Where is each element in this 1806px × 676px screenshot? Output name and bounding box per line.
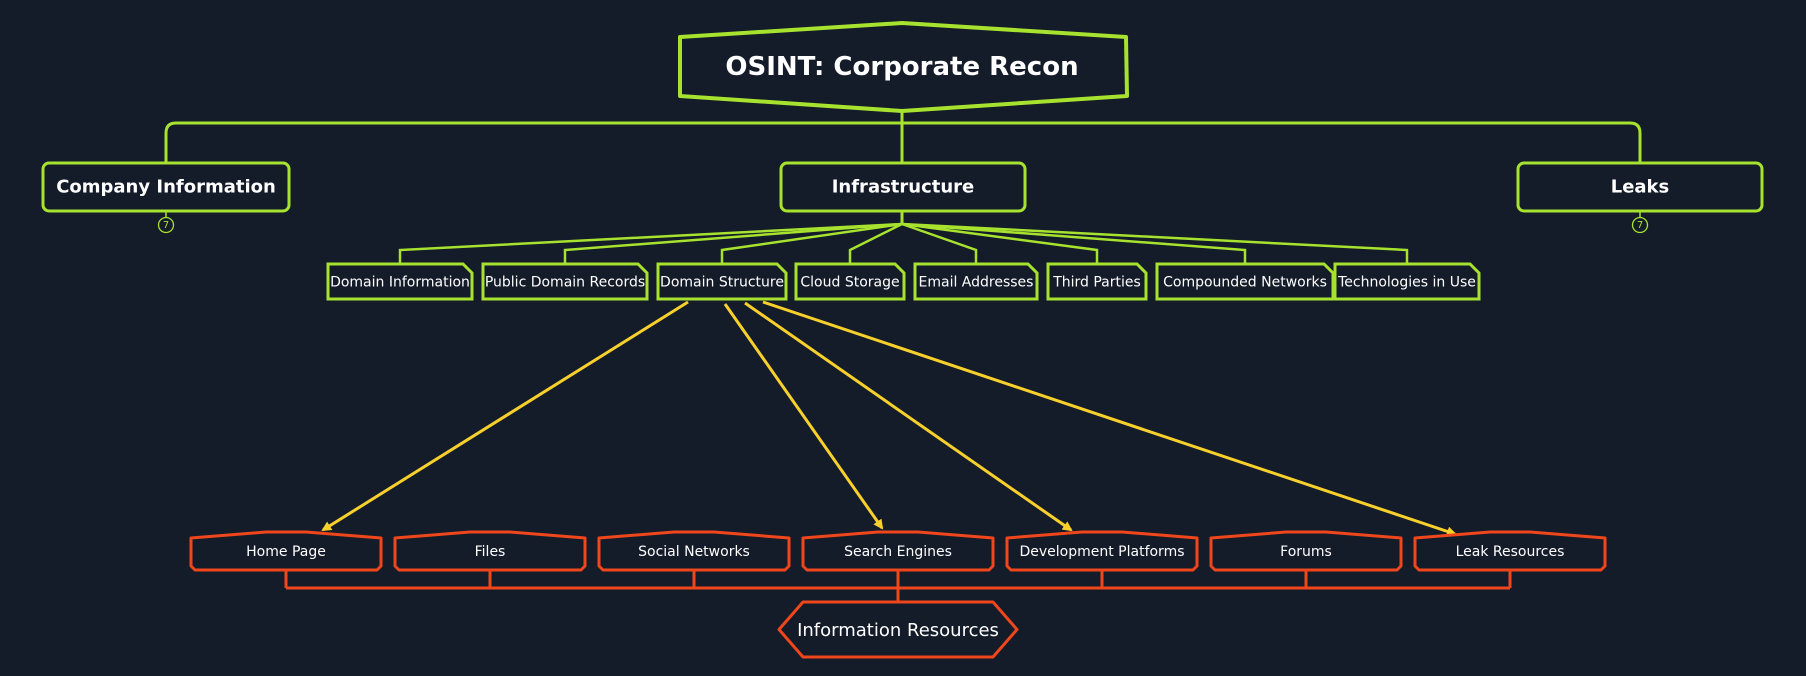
resource-label: Files	[475, 544, 506, 560]
relationship-arrow-search-engines	[723, 303, 884, 530]
subtopic-box	[1155, 262, 1335, 301]
subtopic-box	[1046, 262, 1148, 301]
subtopic-label: Compounded Networks	[1163, 275, 1327, 291]
infrastructure-branch-connector	[398, 222, 903, 264]
root-to-company-connector	[164, 121, 902, 163]
resource-label: Development Platforms	[1019, 544, 1184, 560]
topic-company[interactable]: Company Information 7	[41, 161, 291, 234]
infrastructure-branch-connector	[720, 222, 903, 264]
subtopic-cloud-storage[interactable]: Cloud Storage	[794, 262, 906, 301]
topic-box	[779, 161, 1027, 213]
connector-layer	[164, 111, 1642, 602]
resource-home-page[interactable]: Home Page	[189, 530, 383, 572]
topic-infra[interactable]: Infrastructure	[779, 161, 1027, 213]
subtopic-box	[326, 262, 474, 301]
resource-box	[597, 530, 791, 572]
subtopic-technologies-in-use[interactable]: Technologies in Use	[1333, 262, 1481, 301]
resource-label: Home Page	[246, 544, 326, 560]
resource-label: Leak Resources	[1456, 544, 1565, 560]
resource-label: Forums	[1280, 544, 1332, 560]
hub-shape	[777, 600, 1019, 659]
collapsed-count-badge[interactable]: 7	[1631, 216, 1649, 234]
resource-search-engines[interactable]: Search Engines	[801, 530, 995, 572]
badge-count: 7	[163, 220, 169, 231]
infrastructure-branch-connector	[901, 222, 1409, 264]
badge-count: 7	[1637, 220, 1643, 231]
subtopic-box	[913, 262, 1039, 301]
badge-circle	[157, 216, 175, 234]
root-node[interactable]: OSINT: Corporate Recon	[678, 21, 1129, 113]
subtopic-label: Third Parties	[1052, 275, 1141, 291]
topic-label: Company Information	[56, 177, 276, 198]
subtopic-domain-information[interactable]: Domain Information	[326, 262, 474, 301]
collapsed-count-badge[interactable]: 7	[157, 216, 175, 234]
subtopic-label: Technologies in Use	[1337, 275, 1476, 291]
subtopic-label: Domain Structure	[660, 275, 784, 291]
subtopic-public-domain-records[interactable]: Public Domain Records	[481, 262, 649, 301]
subtopic-label: Domain Information	[330, 275, 470, 291]
subtopic-label: Email Addresses	[919, 275, 1034, 291]
infrastructure-branch-connector	[901, 222, 1099, 264]
subtopic-domain-structure[interactable]: Domain Structure	[656, 262, 788, 301]
infrastructure-branch-connector	[848, 222, 903, 264]
resource-development-platforms[interactable]: Development Platforms	[1005, 530, 1199, 572]
resource-forums[interactable]: Forums	[1209, 530, 1403, 572]
infrastructure-branch-connector	[563, 222, 903, 264]
resource-label: Search Engines	[844, 544, 952, 560]
information-resources-hub[interactable]: Information Resources	[777, 600, 1019, 659]
badge-circle	[1631, 216, 1649, 234]
resource-box	[801, 530, 995, 572]
subtopic-box	[481, 262, 649, 301]
resource-label: Social Networks	[638, 544, 750, 560]
resource-box	[1413, 530, 1607, 572]
root-to-leaks-connector	[902, 121, 1642, 163]
relationship-arrow-home-page	[321, 300, 689, 532]
subtopic-box	[1333, 262, 1481, 301]
root-node-shape	[678, 21, 1129, 113]
topic-leaks[interactable]: Leaks 7	[1516, 161, 1764, 234]
topic-label: Leaks	[1611, 177, 1670, 198]
resource-box	[393, 530, 587, 572]
subtopic-label: Cloud Storage	[800, 275, 899, 291]
resource-social-networks[interactable]: Social Networks	[597, 530, 791, 572]
subtopic-box	[794, 262, 906, 301]
topic-label: Infrastructure	[832, 177, 975, 198]
subtopic-email-addresses[interactable]: Email Addresses	[913, 262, 1039, 301]
resource-box	[189, 530, 383, 572]
subtopic-third-parties[interactable]: Third Parties	[1046, 262, 1148, 301]
relationship-arrow-development-platforms	[744, 301, 1073, 532]
subtopic-label: Public Domain Records	[485, 275, 645, 291]
subtopic-box	[656, 262, 788, 301]
infrastructure-branch-connector	[901, 222, 1247, 264]
resource-leak-resources[interactable]: Leak Resources	[1413, 530, 1607, 572]
resource-box	[1209, 530, 1403, 572]
hub-label: Information Resources	[797, 620, 999, 641]
resource-box	[1005, 530, 1199, 572]
relationship-arrow-leak-resources	[762, 300, 1457, 537]
root-title: OSINT: Corporate Recon	[725, 52, 1078, 82]
subtopic-compounded-networks[interactable]: Compounded Networks	[1155, 262, 1335, 301]
resource-files[interactable]: Files	[393, 530, 587, 572]
infrastructure-branch-connector	[901, 222, 978, 264]
